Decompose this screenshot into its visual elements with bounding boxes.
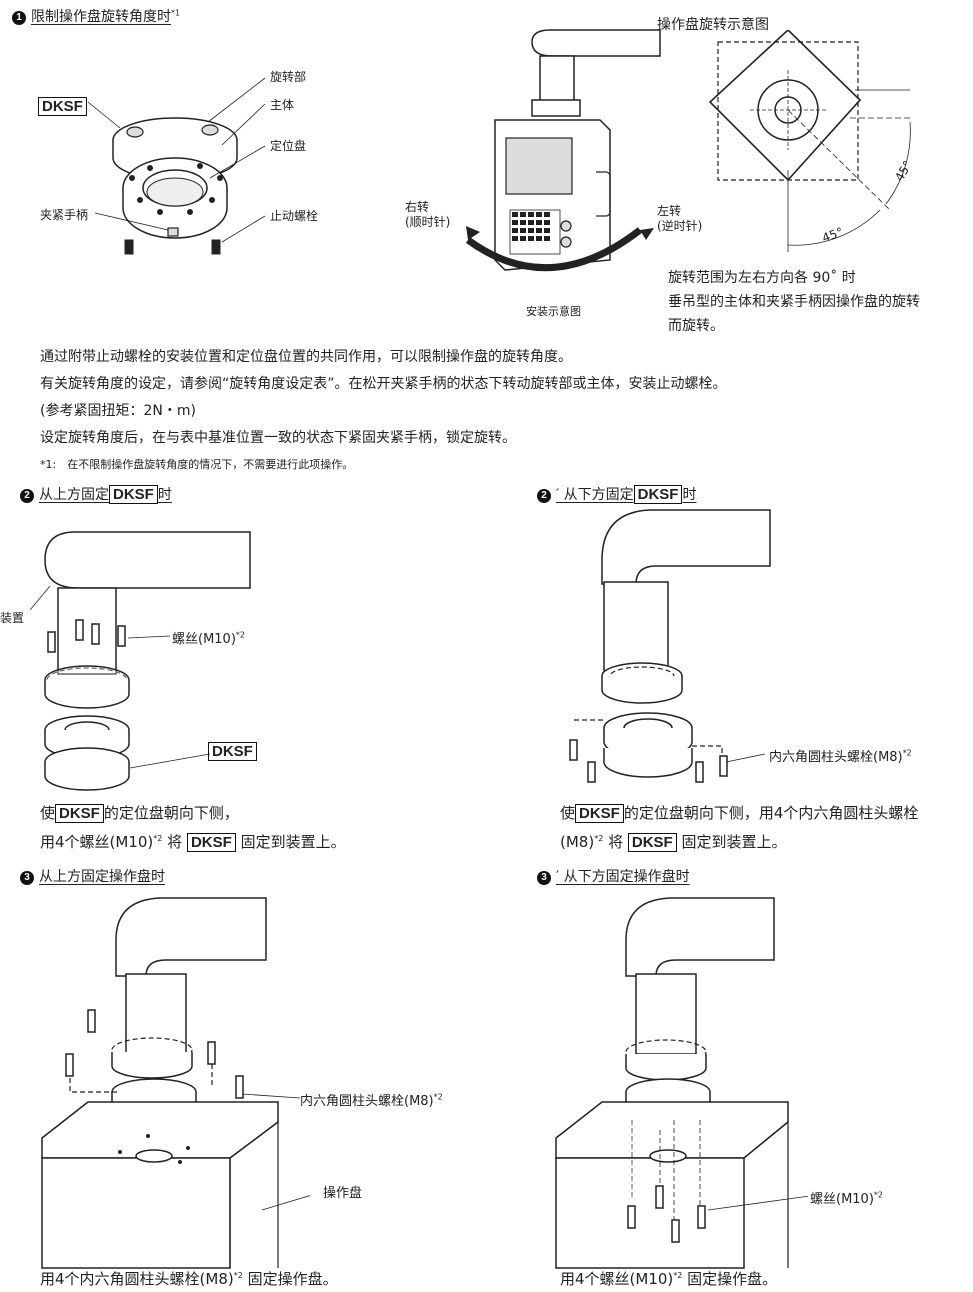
dksf-parts-diagram [87, 77, 266, 255]
screw-m10-label: 螺丝(M10)*2 [172, 630, 245, 647]
left-turn-label: 左转(逆时针) [657, 204, 703, 233]
section1-body: 通过附带止动螺栓的安装位置和定位盘位置的共同作用，可以限制操作盘的旋转角度。 有… [40, 349, 727, 446]
label-rotating-part: 旋转部 [270, 70, 307, 84]
rotation-schematic [708, 30, 911, 252]
label-stop-bolt: 止动螺栓 [270, 209, 319, 223]
section2b-diagram [569, 509, 771, 783]
installation-caption: 安装示意图 [526, 305, 581, 318]
operation-panel-label: 操作盘 [323, 1186, 363, 1201]
section1-title: 限制操作盘旋转角度时 [31, 9, 171, 25]
hex-bolt-m8-label-3: 内六角圆柱头螺栓(M8)*2 [300, 1092, 443, 1109]
device-label: 装置 [0, 611, 25, 625]
dksf-tag: DKSF [38, 96, 87, 116]
right-turn-label: 右转(顺时针) [405, 200, 451, 229]
footnote-1: *1: 在不限制操作盘旋转角度的情况下，不需要进行此项操作。 [40, 458, 354, 471]
section3-desc: 用4个内六角圆柱头螺栓(M8)*2 固定操作盘。 [40, 1270, 338, 1288]
label-main-body: 主体 [270, 98, 295, 112]
dksf-tag-2: DKSF [208, 741, 257, 761]
section3b-heading: 3′ 从下方固定操作盘时 [537, 866, 690, 886]
rotation-range-text: 旋转范围为左右方向各 90˚ 时 垂吊型的主体和夹紧手柄因操作盘的旋转 而旋转。 [668, 270, 920, 334]
hex-bolt-m8-label-2b: 内六角圆柱头螺栓(M8)*2 [769, 748, 912, 765]
section3b-diagram [555, 897, 808, 1269]
section1-heading: 1 限制操作盘旋转角度时*1 [12, 6, 180, 26]
installation-diagram [465, 29, 661, 272]
section3-diagram [41, 897, 310, 1269]
label-clamp-handle: 夹紧手柄 [40, 208, 89, 222]
screw-m10-label-3b: 螺丝(M10)*2 [810, 1190, 883, 1207]
rotation-diagram-title: 操作盘旋转示意图 [657, 17, 769, 33]
section3b-desc: 用4个螺丝(M10)*2 固定操作盘。 [560, 1270, 778, 1288]
section2-diagram [29, 531, 251, 791]
step-number-badge: 1 [12, 11, 26, 25]
note-mark: *1 [171, 8, 181, 18]
label-positioning-disc: 定位盘 [270, 139, 307, 153]
